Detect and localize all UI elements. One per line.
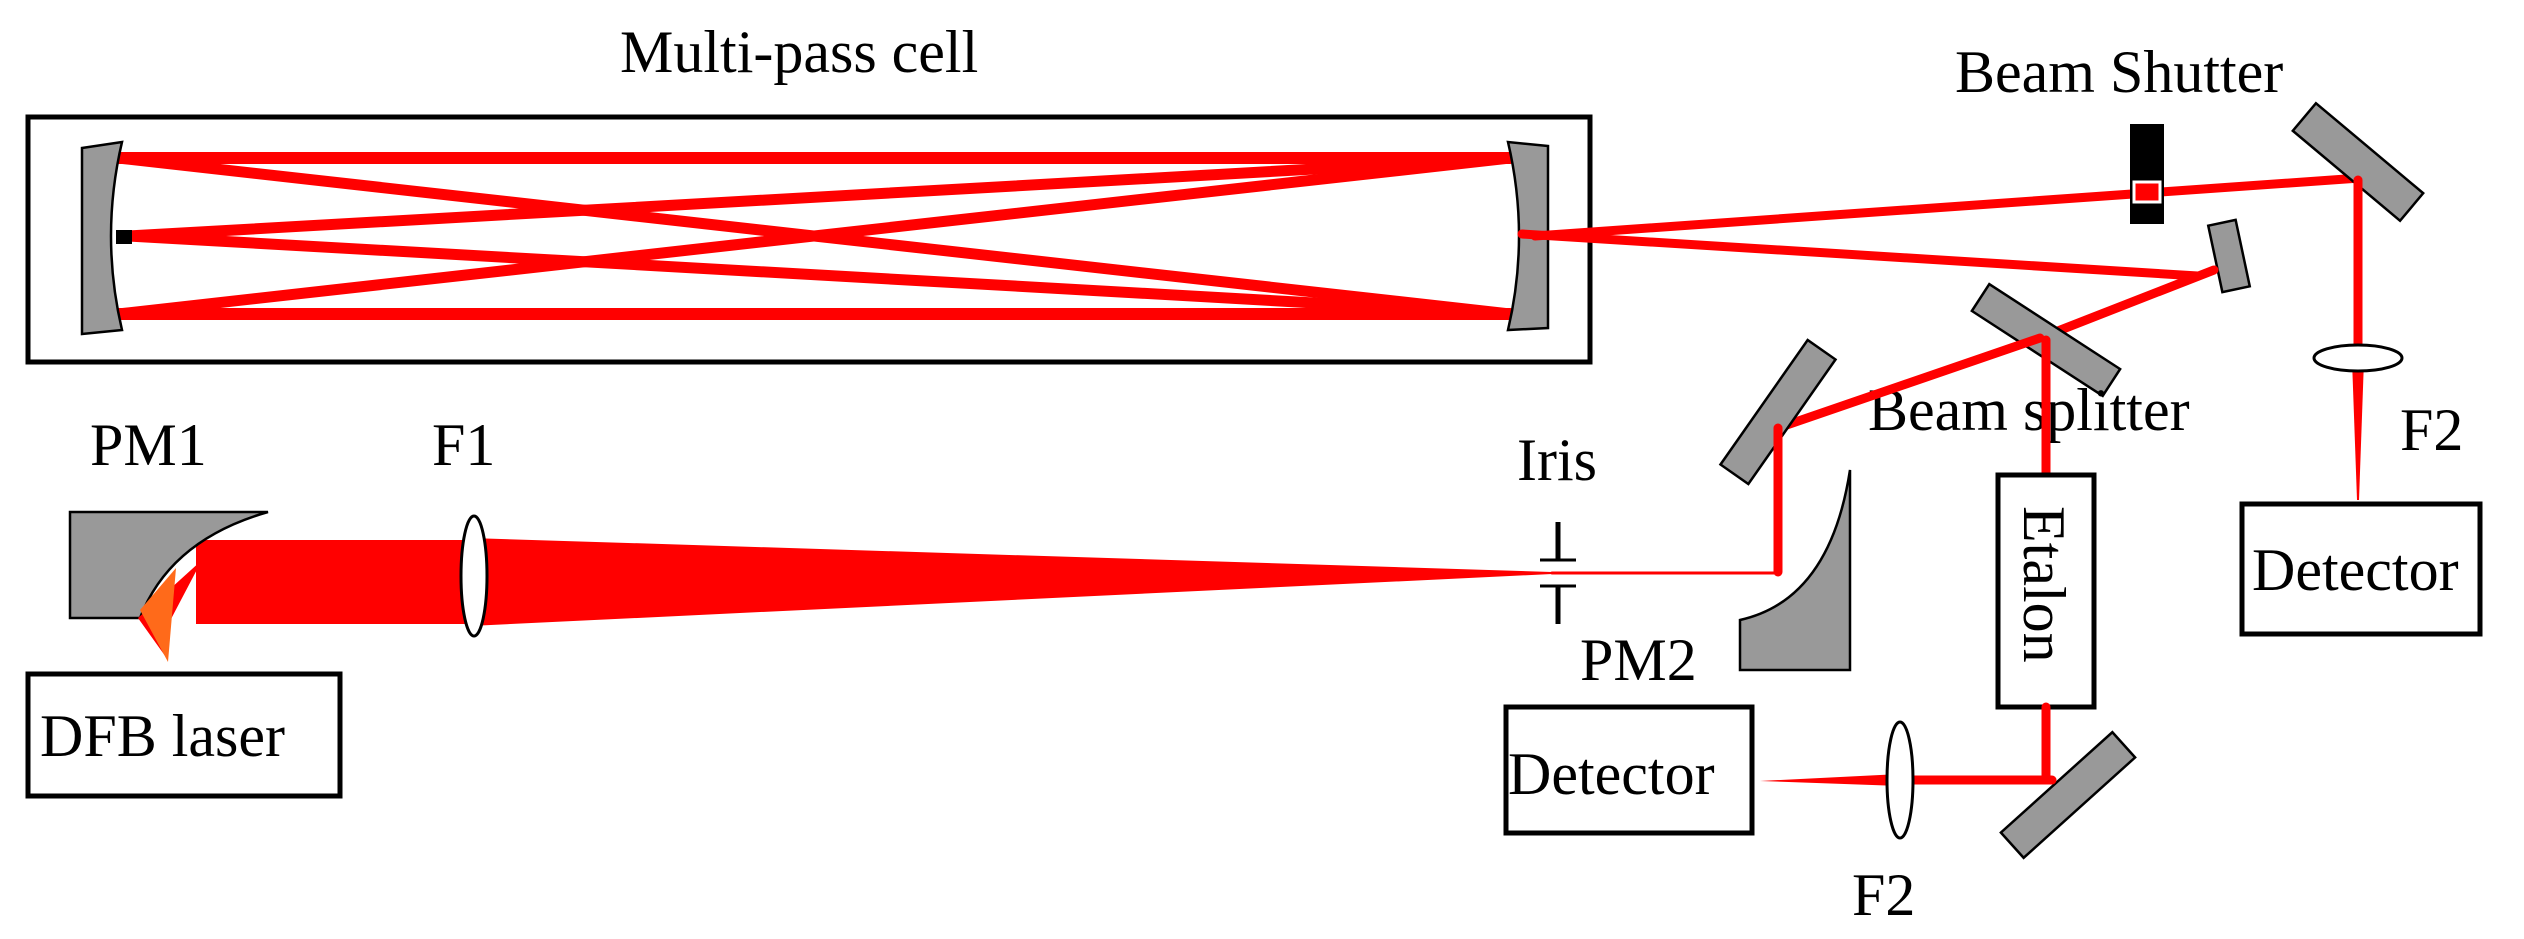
lens-f2-bottom [1885, 720, 1915, 840]
lens-f2-bottom-label: F2 [1852, 862, 1915, 928]
beam-to-beam-splitter [2035, 265, 2219, 343]
lens-f1 [459, 514, 489, 638]
pm2-mirror [1738, 469, 1852, 672]
steering-mirror-lower [1999, 730, 2137, 860]
dfb-laser-label: DFB laser [40, 703, 285, 769]
steering-mirror-top-right [2291, 101, 2425, 223]
beam-cell-exit [1517, 229, 2203, 281]
beam-focus-right [2352, 360, 2364, 500]
beam-shutter-aperture [2132, 180, 2162, 204]
etalon-label: Etalon [2011, 506, 2077, 663]
beam-shutter [2130, 124, 2164, 224]
steering-mirror-upper [1718, 338, 1838, 486]
iris [1540, 522, 1576, 624]
beam-collimated [196, 540, 470, 624]
lens-f2-right-label: F2 [2400, 397, 2463, 463]
detector-bottom-box [1503, 704, 1755, 836]
lens-f1-label: F1 [432, 412, 495, 478]
multipass-cell-label: Multi-pass cell [620, 19, 978, 85]
pm2-label: PM2 [1580, 627, 1697, 693]
iris-label: Iris [1517, 427, 1597, 493]
beam-splitter-to-mirror [1773, 333, 2045, 433]
detector-right-box [2239, 501, 2483, 637]
detector-right-label: Detector [2252, 537, 2459, 603]
beam-cell-out [1530, 173, 2365, 241]
beam-shutter-label: Beam Shutter [1955, 39, 2283, 105]
pm1-label: PM1 [90, 412, 207, 478]
laser-beam-cone [140, 568, 176, 662]
small-mirror [2206, 218, 2252, 294]
lens-f2-right [2312, 343, 2404, 373]
multipass-beams [112, 152, 1516, 320]
cell-left-mirror-hole [116, 230, 132, 244]
beam-splitter-label: Beam splitter [1868, 377, 2190, 443]
beam-focus-bottom [1760, 774, 1900, 786]
cell-left-mirror [80, 140, 124, 336]
dfb-laser-box [25, 671, 343, 799]
beam-focusing [470, 538, 1552, 626]
detector-bottom-label: Detector [1508, 741, 1715, 807]
